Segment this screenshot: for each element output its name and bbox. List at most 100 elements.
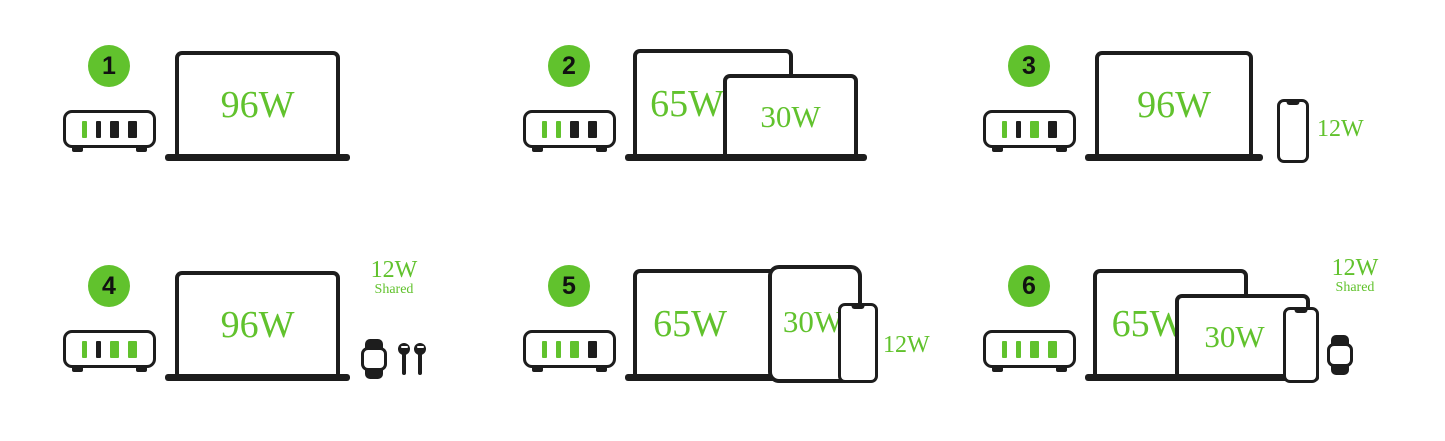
watt-value: 12W: [370, 257, 418, 283]
charger-feet: [63, 147, 156, 153]
device-stage-1: 96W: [165, 28, 480, 163]
scenario-1: 1 96W: [0, 0, 480, 220]
scenario-3: 3 96W 12W: [920, 0, 1400, 220]
charger-body: [983, 110, 1076, 148]
charger-port-3: [570, 120, 579, 138]
phone: [1283, 307, 1319, 383]
charger-port-4: [588, 340, 597, 358]
phone: [1277, 99, 1309, 163]
earbud-head: [398, 343, 410, 355]
phone-notch: [1286, 102, 1300, 105]
laptop-small: 30W: [715, 68, 867, 163]
laptop-base: [165, 374, 350, 381]
phone-body: [1283, 307, 1319, 383]
laptop-large: 96W: [1085, 43, 1263, 163]
scenario-5: 5 65W 30W: [460, 220, 940, 440]
earbud-right: [414, 343, 426, 375]
charger-feet: [523, 367, 616, 373]
watt-label-30w: 30W: [760, 98, 821, 134]
device-stage-2: 65W 30W: [625, 28, 940, 163]
charger-port-2: [556, 340, 561, 358]
charger-feet: [523, 147, 616, 153]
watt-label-96w: 96W: [220, 303, 295, 346]
laptop-base: [625, 374, 800, 381]
watch-band-top: [365, 339, 383, 350]
watt-label-65w: 65W: [1111, 302, 1186, 345]
scenario-6: 6 65W 30W: [920, 220, 1400, 440]
earbud-stem: [402, 353, 406, 375]
device-stage-4: 96W 12W Shared: [165, 248, 480, 383]
charger-1: [63, 110, 156, 153]
charger-port-3: [110, 120, 119, 138]
earbud-head: [414, 343, 426, 355]
charger-port-1: [542, 340, 547, 358]
charger-port-4: [128, 120, 137, 138]
charger-feet: [983, 147, 1076, 153]
watt-label-65w: 65W: [650, 82, 724, 125]
charger-body: [523, 330, 616, 368]
watt-label-12w: 12W: [883, 333, 930, 357]
charger-port-1: [1002, 340, 1007, 358]
charger-4: [63, 330, 156, 373]
charger-port-2: [96, 120, 101, 138]
watch-band-bottom: [1331, 364, 1349, 375]
watch-band-bottom: [365, 368, 383, 379]
watt-label-96w: 96W: [1137, 83, 1211, 126]
watt-label-30w: 30W: [1204, 318, 1265, 354]
watt-label-96w: 96W: [220, 83, 295, 126]
charger-body: [63, 110, 156, 148]
charger-5: [523, 330, 616, 373]
laptop-screen: 96W: [1095, 51, 1253, 154]
laptop-screen: 96W: [175, 271, 340, 374]
laptop-base: [625, 154, 800, 161]
device-stage-5: 65W 30W 12W: [625, 248, 940, 383]
scenario-4: 4 96W 12W Shared: [0, 220, 480, 440]
phone: [838, 303, 878, 383]
scenario-number-badge: 2: [548, 45, 590, 87]
charger-body: [63, 330, 156, 368]
scenario-number-badge: 6: [1008, 265, 1050, 307]
device-stage-6: 65W 30W 12W Shared: [1085, 248, 1400, 383]
charger-port-1: [542, 120, 547, 138]
charger-2: [523, 110, 616, 153]
charger-body: [983, 330, 1076, 368]
charger-port-4: [1048, 340, 1057, 358]
laptop-screen: 96W: [175, 51, 340, 154]
charger-port-2: [556, 120, 561, 138]
charger-feet: [983, 367, 1076, 373]
earbud-stem: [418, 353, 422, 375]
watt-label-12w-shared: 12W Shared: [1317, 256, 1393, 295]
watt-label-65w: 65W: [653, 302, 727, 345]
charger-port-4: [588, 120, 597, 138]
watt-label-12w-shared: 12W Shared: [355, 258, 433, 297]
scenario-2: 2 65W 30W: [460, 0, 940, 220]
charger-port-3: [1030, 120, 1039, 138]
phone-body: [838, 303, 878, 383]
watt-value: 12W: [1317, 116, 1364, 142]
device-stage-3: 96W 12W: [1085, 28, 1400, 163]
scenario-number-badge: 4: [88, 265, 130, 307]
earbud-left: [398, 343, 410, 375]
charger-3: [983, 110, 1076, 153]
laptop-base: [715, 154, 867, 161]
watt-label-30w: 30W: [782, 303, 844, 339]
charger-port-1: [82, 120, 87, 138]
watt-value: 12W: [1331, 255, 1379, 281]
watch-band-top: [1331, 335, 1349, 346]
charger-port-3: [1030, 340, 1039, 358]
charger-port-3: [570, 340, 579, 358]
charger-port-4: [128, 340, 137, 358]
charger-port-2: [96, 340, 101, 358]
earbuds: [398, 343, 426, 375]
laptop-base: [1085, 154, 1263, 161]
phone-body: [1277, 99, 1309, 163]
laptop-screen: 65W: [633, 269, 793, 374]
laptop-screen: 30W: [723, 74, 858, 154]
scenario-number-badge: 1: [88, 45, 130, 87]
laptop-large: 96W: [165, 263, 350, 383]
laptop-large: 96W: [165, 43, 350, 163]
watch: [1327, 335, 1353, 375]
phone-notch: [1294, 310, 1308, 313]
charger-port-4: [1048, 120, 1057, 138]
